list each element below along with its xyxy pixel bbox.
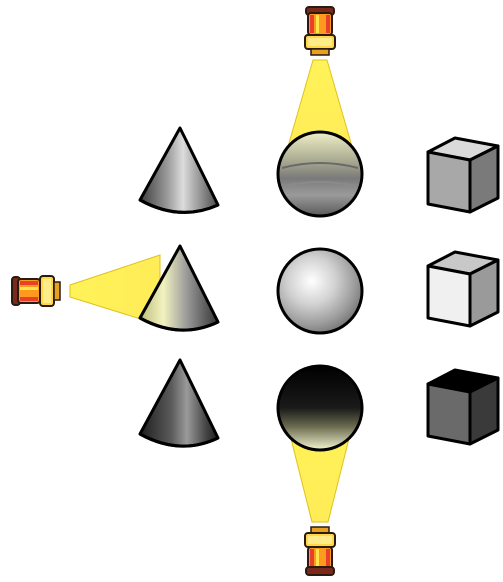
top-spotlight-icon bbox=[305, 7, 335, 55]
cube-icon bbox=[428, 252, 498, 326]
sphere-icon bbox=[278, 132, 362, 216]
sphere-icon bbox=[278, 366, 362, 450]
cone-icon bbox=[140, 360, 218, 446]
left-spotlight-icon bbox=[12, 276, 60, 306]
cube-icon bbox=[428, 138, 498, 212]
cone-icon bbox=[140, 128, 218, 212]
cube-icon bbox=[428, 370, 498, 444]
bottom-spotlight-icon bbox=[305, 527, 335, 575]
sphere-icon bbox=[278, 249, 362, 333]
